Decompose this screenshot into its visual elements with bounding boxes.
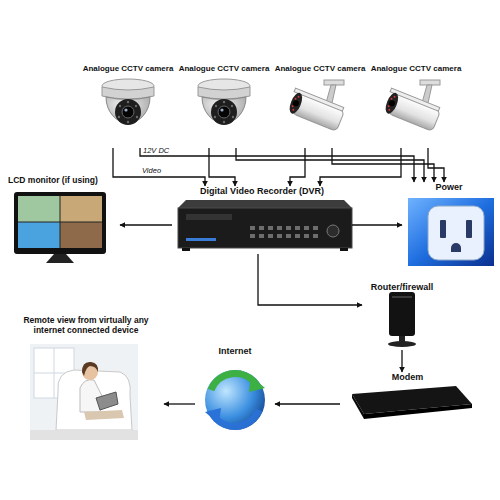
monitor-screen	[18, 196, 102, 248]
remote-viewer	[30, 344, 138, 440]
dvr-node: Digital Video Recorder (DVR)	[172, 186, 352, 254]
node-label: Remote view from virtually any internet …	[8, 316, 164, 336]
floor	[30, 430, 138, 440]
wire-connector	[140, 148, 414, 182]
modem-edge	[364, 404, 472, 419]
globe-arrowhead	[249, 376, 265, 392]
internet-node: Internet	[195, 346, 275, 436]
dvr-front	[178, 208, 352, 248]
person-legs	[84, 410, 124, 420]
router-device	[388, 292, 416, 347]
laptop	[96, 392, 118, 410]
node-label: Analogue CCTV camera	[272, 64, 368, 73]
wire-label: 12V DC	[143, 146, 169, 155]
router-trim	[392, 296, 412, 298]
node-label: Power	[402, 182, 496, 192]
room	[30, 344, 138, 440]
wire-connector	[332, 148, 434, 182]
monitor-stand	[46, 254, 74, 263]
armchair	[56, 370, 132, 430]
node-label: Digital Video Recorder (DVR)	[172, 186, 352, 196]
globe	[205, 370, 265, 430]
wire-connector	[320, 148, 401, 186]
globe-arrow	[211, 374, 256, 390]
dome-camera	[102, 79, 154, 125]
wire-connector	[120, 224, 172, 225]
outlet-ground	[451, 243, 461, 252]
screen-scene	[18, 196, 60, 222]
node-label: Router/firewall	[362, 282, 442, 292]
wire-connector	[164, 403, 195, 404]
camera-node: Analogue CCTV camera	[368, 64, 464, 148]
wire-connector	[209, 148, 235, 186]
modem-device	[352, 386, 472, 419]
dvr-foot	[340, 248, 348, 251]
monitor-node: LCD monitor (if using)	[8, 176, 120, 266]
wire-label: Video	[142, 166, 161, 175]
camera-node: Analogue CCTV camera	[176, 64, 272, 148]
dvr-led	[186, 238, 216, 241]
dvr-jog	[327, 225, 339, 237]
dome-camera	[198, 79, 250, 125]
wire-connector	[428, 148, 444, 182]
outlet-slot	[440, 220, 446, 238]
camera-node: Analogue CCTV camera	[272, 64, 368, 148]
bullet-camera	[382, 80, 441, 131]
dvr-drive	[186, 214, 232, 220]
monitor-frame	[14, 192, 106, 254]
wire-connector	[113, 148, 205, 186]
node-label: LCD monitor (if using)	[8, 176, 120, 186]
router-node: Router/firewall	[362, 282, 442, 350]
modem-edge	[352, 394, 364, 419]
globe-arrow	[214, 410, 259, 426]
wire-connector	[401, 350, 402, 372]
node-label: Analogue CCTV camera	[176, 64, 272, 73]
router-stand	[388, 341, 416, 347]
person-hair	[82, 362, 98, 376]
lcd-monitor	[14, 192, 106, 263]
outlet-plate	[408, 198, 494, 266]
node-label: Internet	[195, 346, 275, 356]
dvr-top	[178, 200, 352, 208]
screen-scene	[60, 222, 102, 248]
dvr-unit	[178, 200, 352, 251]
outlet-socket	[428, 206, 484, 260]
outlet-slot	[466, 220, 472, 238]
power-outlet	[408, 198, 494, 266]
bullet-camera	[286, 80, 345, 131]
dvr-buttons	[250, 226, 318, 238]
internet-globe	[205, 370, 265, 430]
screen-split	[18, 196, 102, 248]
node-label: Analogue CCTV camera	[80, 64, 176, 73]
node-label: Modem	[340, 372, 475, 382]
wire-connector	[352, 224, 402, 225]
screen-scene	[60, 196, 102, 222]
node-label: Analogue CCTV camera	[368, 64, 464, 73]
dvr-foot	[182, 248, 190, 251]
power-node: Power	[402, 182, 496, 270]
screen-scene	[18, 222, 60, 248]
remote-view-node: Remote view from virtually any internet …	[8, 316, 164, 446]
wire-connector	[236, 148, 424, 182]
router-body	[389, 292, 415, 336]
wire-connector	[275, 403, 340, 404]
camera-node: Analogue CCTV camera	[80, 64, 176, 148]
globe-arrowhead	[205, 408, 221, 424]
wire-connector	[258, 254, 362, 305]
modem-node: Modem	[340, 372, 475, 432]
wire-connector	[290, 148, 305, 186]
